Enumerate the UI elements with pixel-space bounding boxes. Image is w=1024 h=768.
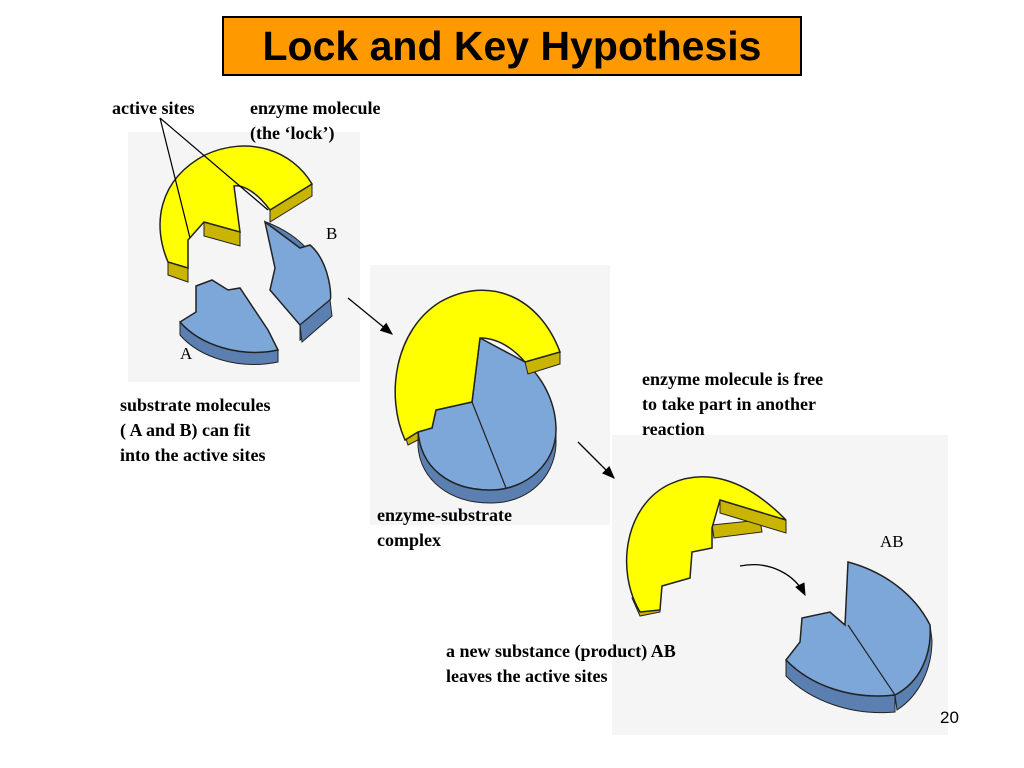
active-sites-pointers <box>159 117 269 239</box>
stage2-complex <box>394 289 561 504</box>
label-product-leaves: a new substance (product) AB leaves the … <box>446 641 676 686</box>
stage1-substrate-b <box>263 220 333 343</box>
stage3-product-ab <box>785 561 933 714</box>
label-enzyme-molecule: enzyme molecule (the ‘lock’) <box>250 98 381 143</box>
label-product-ab: AB <box>880 532 904 551</box>
label-enzyme-free: enzyme molecule is free to take part in … <box>642 369 824 439</box>
stage3-enzyme <box>625 476 787 617</box>
label-enzyme-substrate-complex: enzyme-substrate complex <box>377 505 512 550</box>
stage1-enzyme <box>159 145 314 283</box>
label-substrate-b: B <box>326 224 338 243</box>
curved-arrow-product <box>739 564 806 597</box>
label-substrate-a: A <box>180 344 193 363</box>
page-title: Lock and Key Hypothesis <box>262 22 762 69</box>
stage1-substrate-a <box>178 279 280 365</box>
arrow-to-release <box>577 441 615 479</box>
label-substrates-fit: substrate molecules ( A and B) can fit i… <box>120 395 271 465</box>
label-active-sites: active sites <box>112 98 195 118</box>
slide-number: 20 <box>940 708 959 727</box>
arrow-to-complex <box>347 297 394 335</box>
title-banner: Lock and Key Hypothesis <box>222 16 802 76</box>
